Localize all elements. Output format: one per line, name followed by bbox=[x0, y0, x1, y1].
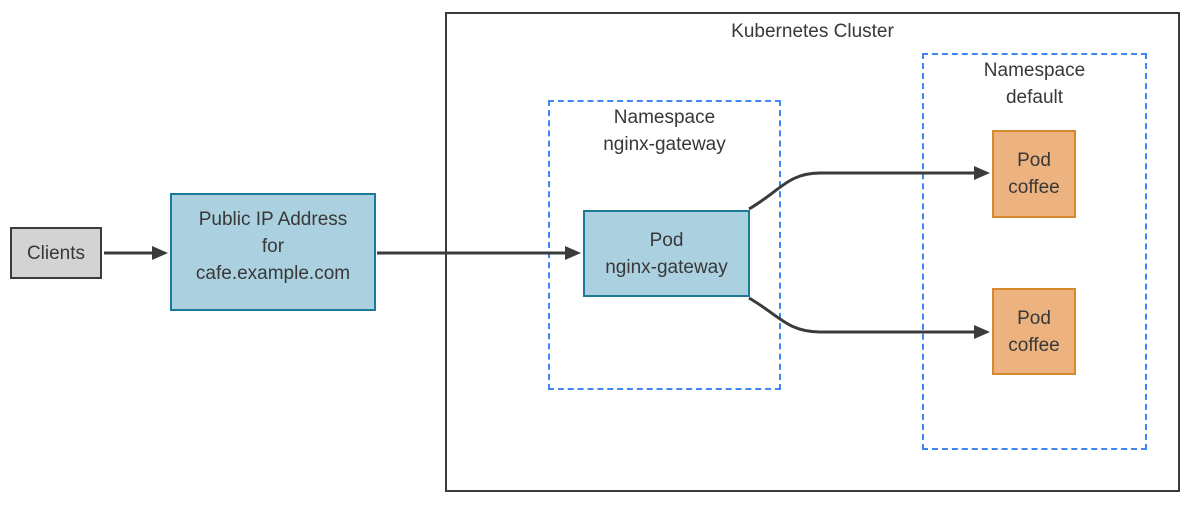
public-ip-label-line: cafe.example.com bbox=[195, 262, 351, 284]
public-ip-label-line: for bbox=[261, 235, 285, 257]
namespace-nginx-gateway-box: Namespace nginx-gateway bbox=[548, 100, 781, 390]
namespace-default-label: Namespace default bbox=[924, 57, 1145, 111]
clients-label: Clients bbox=[26, 242, 86, 264]
pod-coffee-node-1: Pod coffee bbox=[992, 130, 1076, 218]
namespace-label-line: default bbox=[1005, 87, 1064, 108]
pod-coffee-node-2: Pod coffee bbox=[992, 288, 1076, 375]
namespace-label-line: nginx-gateway bbox=[603, 134, 726, 155]
kubernetes-cluster-title: Kubernetes Cluster bbox=[731, 21, 894, 42]
pod-label-line: nginx-gateway bbox=[605, 256, 728, 278]
namespace-nginx-gateway-label: Namespace nginx-gateway bbox=[550, 104, 779, 158]
public-ip-node: Public IP Address for cafe.example.com bbox=[170, 193, 376, 311]
pod-label-line: Pod bbox=[649, 229, 684, 251]
pod-label-line: Pod bbox=[1017, 307, 1051, 329]
pod-nginx-gateway-node: Pod nginx-gateway bbox=[583, 210, 750, 297]
pod-label-line: Pod bbox=[1017, 150, 1051, 171]
pod-label-line: coffee bbox=[1008, 177, 1060, 198]
namespace-label-line: Namespace bbox=[613, 107, 716, 128]
clients-node: Clients bbox=[10, 227, 102, 279]
pod-label-line: coffee bbox=[1008, 334, 1060, 356]
namespace-label-line: Namespace bbox=[983, 60, 1086, 81]
public-ip-label-line: Public IP Address bbox=[198, 208, 348, 230]
namespace-default-box: Namespace default bbox=[922, 53, 1147, 450]
